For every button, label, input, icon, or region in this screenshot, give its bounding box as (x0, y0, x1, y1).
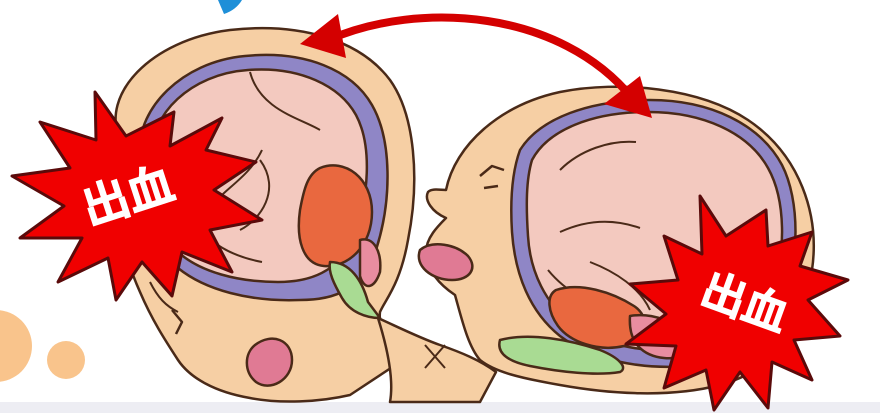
orange-dot-large (0, 310, 32, 382)
left-mouth (247, 339, 292, 386)
bottom-border-strip (0, 402, 880, 413)
orange-dot-small (47, 341, 85, 379)
blue-corner-accent (218, 0, 242, 14)
